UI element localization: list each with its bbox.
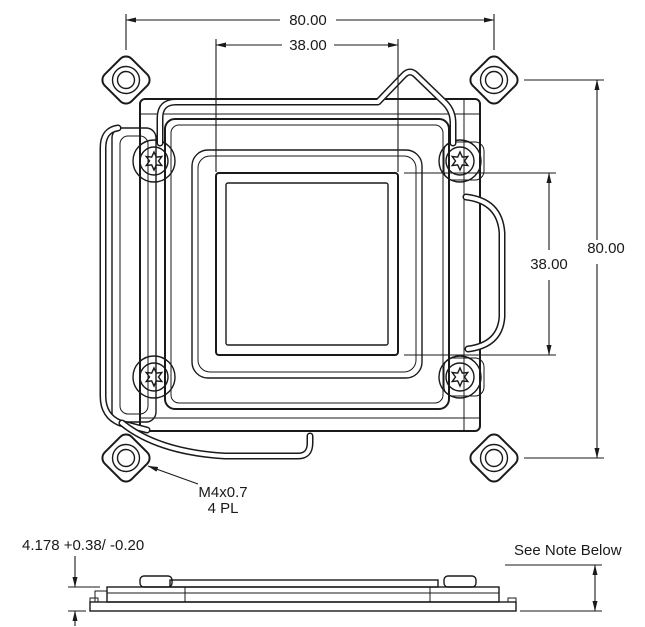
- thread-callout: M4x0.7: [198, 484, 247, 501]
- socket-body: [215, 172, 399, 356]
- torx-screw-top-right: [438, 139, 482, 183]
- side-note: See Note Below: [514, 542, 622, 559]
- torx-screw-top-left: [132, 139, 176, 183]
- load-lever-wire: [99, 124, 314, 460]
- torx-screw-bottom-right: [438, 355, 482, 399]
- side-view-socket: [89, 575, 517, 612]
- backplate-outline: [139, 98, 481, 432]
- right-latch-hook: [462, 193, 506, 353]
- dim-overall-width: 80.00: [289, 12, 327, 29]
- mount-hole-bottom-right: [466, 430, 522, 486]
- dimension-annotations: 80.00 38.00 80.00 38.00 M4x0.7 4 PL: [22, 12, 625, 626]
- thread-places: 4 PL: [208, 500, 239, 517]
- dim-inner-width: 38.00: [289, 37, 327, 54]
- dim-inner-height: 38.00: [530, 256, 568, 273]
- stack-height-dim: 4.178 +0.38/ -0.20: [22, 537, 144, 554]
- load-plate: [191, 149, 423, 379]
- torx-screw-bottom-left: [132, 355, 176, 399]
- side-body: [106, 586, 500, 603]
- socket-cavity: [225, 182, 389, 346]
- drawing-artwork: 80.00 38.00 80.00 38.00 M4x0.7 4 PL: [22, 12, 625, 626]
- top-view-socket: [98, 52, 522, 486]
- ilm-frame-outer: [164, 118, 450, 410]
- side-center-raise: [169, 579, 439, 588]
- left-hinge-plate: [111, 127, 157, 423]
- dim-overall-height: 80.00: [587, 240, 625, 257]
- side-base-plate: [89, 601, 517, 612]
- retention-bail-wire: [156, 68, 457, 147]
